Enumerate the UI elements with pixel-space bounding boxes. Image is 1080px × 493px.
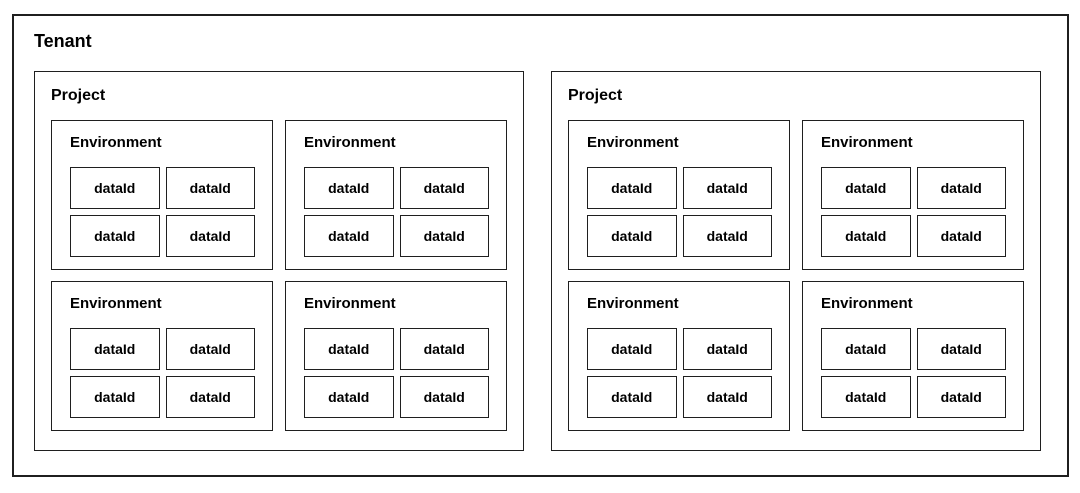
- dataid-box: dataId: [587, 376, 677, 418]
- dataid-box: dataId: [304, 215, 394, 257]
- environment-label: Environment: [821, 295, 913, 312]
- dataid-box: dataId: [821, 215, 911, 257]
- dataid-box: dataId: [399, 328, 489, 370]
- dataid-box: dataId: [682, 167, 772, 209]
- dataid-box: dataId: [399, 215, 489, 257]
- dataid-box: dataId: [916, 328, 1006, 370]
- dataid-box: dataId: [165, 376, 255, 418]
- dataid-box: dataId: [70, 167, 160, 209]
- tenant-label: Tenant: [34, 31, 92, 51]
- dataid-box: dataId: [821, 328, 911, 370]
- dataid-box: dataId: [165, 167, 255, 209]
- environment-label: Environment: [821, 134, 913, 151]
- dataid-box: dataId: [916, 167, 1006, 209]
- environment-label: Environment: [587, 295, 679, 312]
- environment-label: Environment: [587, 134, 679, 151]
- dataid-box: dataId: [682, 328, 772, 370]
- project-label: Project: [51, 87, 106, 104]
- project-label: Project: [568, 87, 623, 104]
- dataid-box: dataId: [70, 328, 160, 370]
- dataid-box: dataId: [682, 215, 772, 257]
- dataid-box: dataId: [165, 215, 255, 257]
- dataid-box: dataId: [587, 215, 677, 257]
- dataid-box: dataId: [304, 376, 394, 418]
- dataid-box: dataId: [916, 376, 1006, 418]
- environment-label: Environment: [304, 134, 396, 151]
- dataid-box: dataId: [821, 167, 911, 209]
- dataid-box: dataId: [399, 167, 489, 209]
- dataid-box: dataId: [304, 328, 394, 370]
- dataid-box: dataId: [165, 328, 255, 370]
- environment-label: Environment: [70, 134, 162, 151]
- environment-label: Environment: [304, 295, 396, 312]
- dataid-box: dataId: [70, 376, 160, 418]
- dataid-box: dataId: [304, 167, 394, 209]
- dataid-box: dataId: [916, 215, 1006, 257]
- dataid-box: dataId: [682, 376, 772, 418]
- dataid-box: dataId: [587, 328, 677, 370]
- dataid-box: dataId: [587, 167, 677, 209]
- dataid-box: dataId: [821, 376, 911, 418]
- dataid-box: dataId: [399, 376, 489, 418]
- environment-label: Environment: [70, 295, 162, 312]
- dataid-box: dataId: [70, 215, 160, 257]
